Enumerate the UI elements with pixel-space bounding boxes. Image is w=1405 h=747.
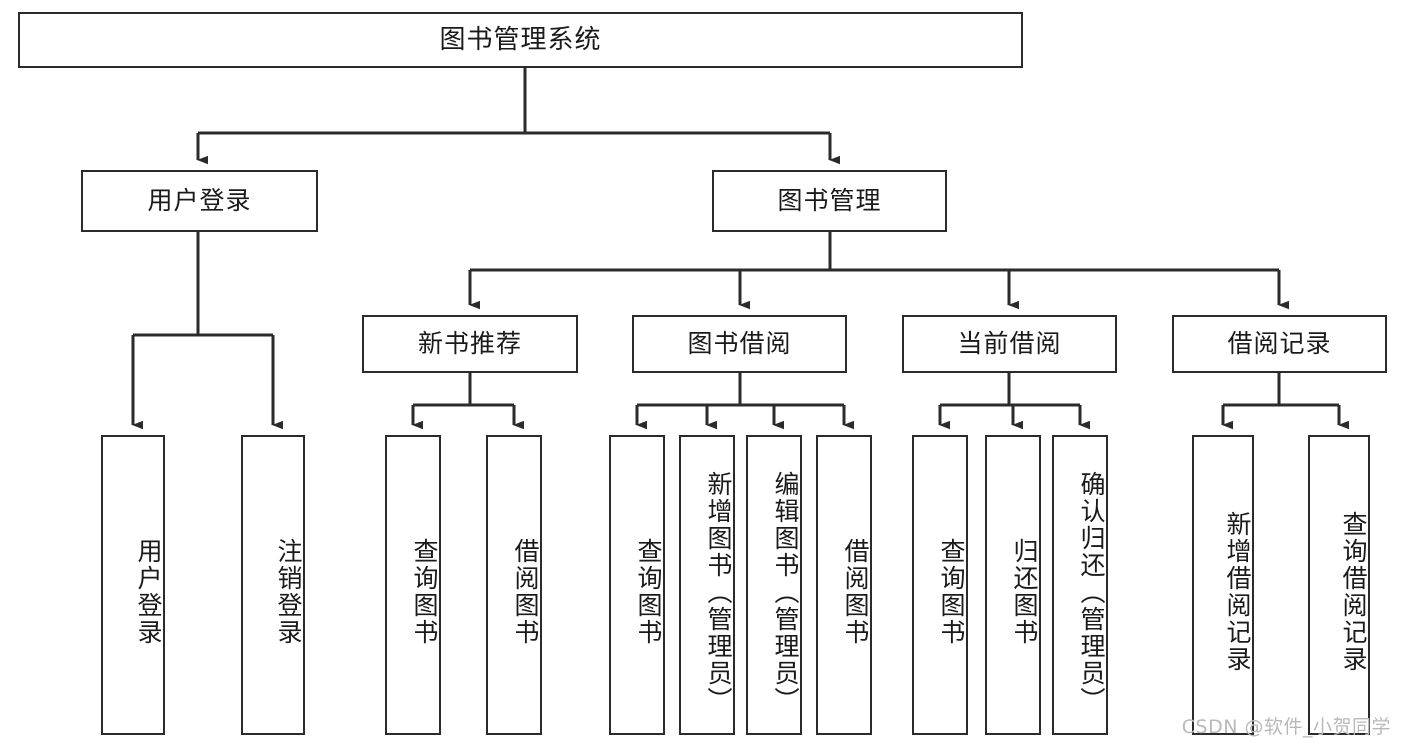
- node-label: 当前借阅: [957, 329, 1062, 359]
- node-book-borrowing[interactable]: 图书借阅: [632, 315, 847, 373]
- node-label: 查询图书: [634, 538, 663, 646]
- node-label: 确认归还（管理员）: [1077, 470, 1106, 714]
- node-label: 图书管理系统: [439, 24, 602, 55]
- node-user-login[interactable]: 用户登录: [81, 170, 318, 232]
- leaf-node[interactable]: 新增借阅记录: [1192, 435, 1254, 735]
- leaf-node[interactable]: 借阅图书: [816, 435, 872, 735]
- leaf-node[interactable]: 查询图书: [609, 435, 665, 735]
- node-label: 查询图书: [937, 538, 966, 646]
- node-label: 查询借阅记录: [1339, 511, 1368, 673]
- node-label: 用户登录: [147, 186, 252, 216]
- node-book-management[interactable]: 图书管理: [712, 170, 947, 232]
- leaf-node[interactable]: 查询借阅记录: [1308, 435, 1370, 735]
- leaf-node[interactable]: 确认归还（管理员）: [1052, 435, 1108, 735]
- leaf-node[interactable]: 编辑图书（管理员）: [746, 435, 802, 735]
- node-label: 借阅图书: [511, 538, 540, 646]
- node-label: 用户登录: [134, 538, 163, 646]
- node-new-book-recommendation[interactable]: 新书推荐: [362, 315, 578, 373]
- node-borrowing-records[interactable]: 借阅记录: [1172, 315, 1387, 373]
- leaf-node[interactable]: 注销登录: [241, 435, 305, 735]
- node-label: 注销登录: [274, 538, 303, 646]
- node-label: 图书借阅: [687, 329, 792, 359]
- node-label: 查询图书: [410, 538, 439, 646]
- node-label: 新增图书（管理员）: [704, 470, 733, 714]
- leaf-node[interactable]: 借阅图书: [486, 435, 542, 735]
- node-book-management-system[interactable]: 图书管理系统: [18, 12, 1023, 68]
- leaf-node[interactable]: 归还图书: [985, 435, 1041, 735]
- leaf-node[interactable]: 新增图书（管理员）: [679, 435, 735, 735]
- leaf-node[interactable]: 查询图书: [912, 435, 968, 735]
- leaf-node[interactable]: 查询图书: [385, 435, 441, 735]
- node-label: 图书管理: [777, 186, 882, 216]
- node-label: 编辑图书（管理员）: [771, 470, 800, 714]
- leaf-node[interactable]: 用户登录: [101, 435, 165, 735]
- node-label: 新书推荐: [417, 329, 522, 359]
- node-label: 归还图书: [1010, 538, 1039, 646]
- node-label: 借阅图书: [841, 538, 870, 646]
- node-current-borrowing[interactable]: 当前借阅: [902, 315, 1117, 373]
- node-label: 借阅记录: [1227, 329, 1332, 359]
- node-label: 新增借阅记录: [1223, 511, 1252, 673]
- csdn-watermark: CSDN @软件_小贺同学: [1181, 716, 1391, 738]
